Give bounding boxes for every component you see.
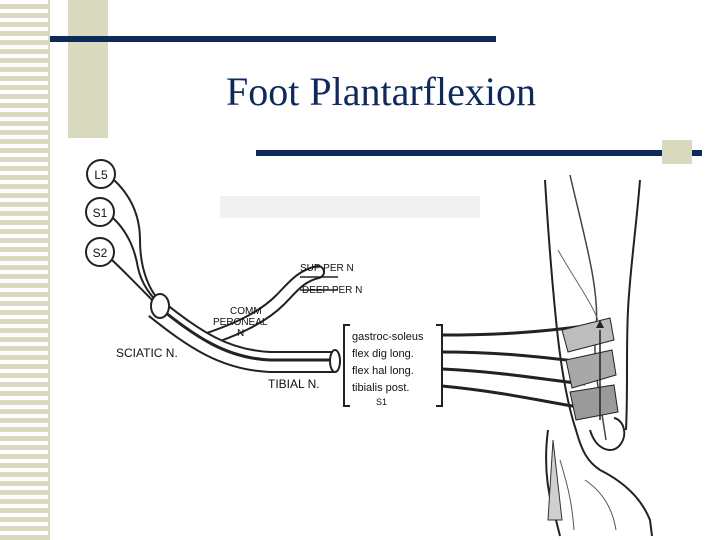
muscle-label-tib-post: tibialis post. bbox=[352, 382, 409, 394]
sciatic-label: SCIATIC N. bbox=[116, 346, 178, 360]
root-s2: S2 bbox=[86, 238, 114, 266]
root-l5: L5 bbox=[87, 160, 115, 188]
tibial-label: TIBIAL N. bbox=[268, 377, 320, 391]
deep-per-label: DEEP PER N bbox=[302, 285, 362, 296]
root-s2-label: S2 bbox=[93, 246, 108, 260]
muscle-branch-2 bbox=[442, 352, 585, 362]
muscle-label-flex-hal: flex hal long. bbox=[352, 365, 414, 377]
root-s1-label: S1 bbox=[93, 206, 108, 220]
root-fiber-s1 bbox=[113, 218, 163, 307]
muscle-bracket-left bbox=[344, 325, 350, 406]
scan-smudge bbox=[220, 196, 480, 218]
comm-peroneal-label-3: N bbox=[237, 328, 244, 339]
tibial-tube-end bbox=[330, 350, 340, 372]
muscle-bracket-right bbox=[436, 325, 442, 406]
muscle-label-flex-dig: flex dig long. bbox=[352, 348, 414, 360]
comm-peroneal-label-2: PERONEAL bbox=[213, 317, 268, 328]
muscle-root-label: S1 bbox=[376, 397, 387, 407]
comm-peroneal-label-1: COMM bbox=[230, 306, 262, 317]
leg-illustration bbox=[545, 175, 652, 536]
root-s1: S1 bbox=[86, 198, 114, 226]
sup-per-label: SUP PER N bbox=[300, 263, 354, 274]
sciatic-tube-end bbox=[151, 294, 169, 318]
root-l5-label: L5 bbox=[94, 168, 108, 182]
muscle-branch-4 bbox=[442, 386, 585, 408]
muscle-label-gastroc: gastroc-soleus bbox=[352, 331, 424, 343]
